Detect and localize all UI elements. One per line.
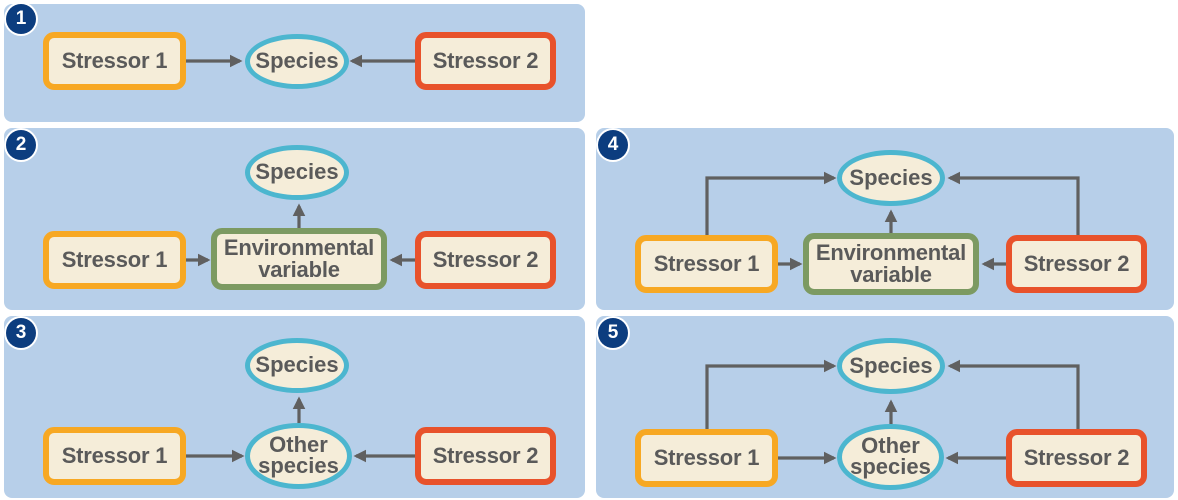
p4-species-node: Species	[837, 150, 945, 206]
p2-stressor-1-box: Stressor 1	[43, 231, 186, 289]
p3-species-node: Species	[245, 338, 349, 393]
p4-environmental-variable-box: Environmental variable	[803, 233, 979, 295]
panel-4-number-badge: 4	[598, 130, 628, 160]
p3-stressor-1-box: Stressor 1	[43, 427, 186, 485]
panel-3-number-badge: 3	[6, 318, 36, 348]
p2-environmental-variable-box: Environmental variable	[211, 228, 387, 290]
p1-species-node: Species	[245, 34, 349, 89]
panel-5-number-badge: 5	[598, 318, 628, 348]
panel-1-number-badge: 1	[6, 4, 36, 34]
p1-stressor-1-box: Stressor 1	[43, 32, 186, 90]
p4-stressor-2-box: Stressor 2	[1006, 235, 1147, 293]
p2-stressor-2-box: Stressor 2	[415, 231, 556, 289]
p5-stressor-1-box: Stressor 1	[635, 429, 778, 487]
panel-2-number-badge: 2	[6, 130, 36, 160]
p5-species-node: Species	[837, 338, 945, 394]
p1-stressor-2-box: Stressor 2	[415, 32, 556, 90]
p3-other-species-node: Other species	[245, 423, 352, 489]
p2-species-node: Species	[245, 145, 349, 200]
p3-stressor-2-box: Stressor 2	[415, 427, 556, 485]
p5-stressor-2-box: Stressor 2	[1006, 429, 1147, 487]
p4-stressor-1-box: Stressor 1	[635, 235, 778, 293]
p5-other-species-node: Other species	[837, 424, 944, 490]
